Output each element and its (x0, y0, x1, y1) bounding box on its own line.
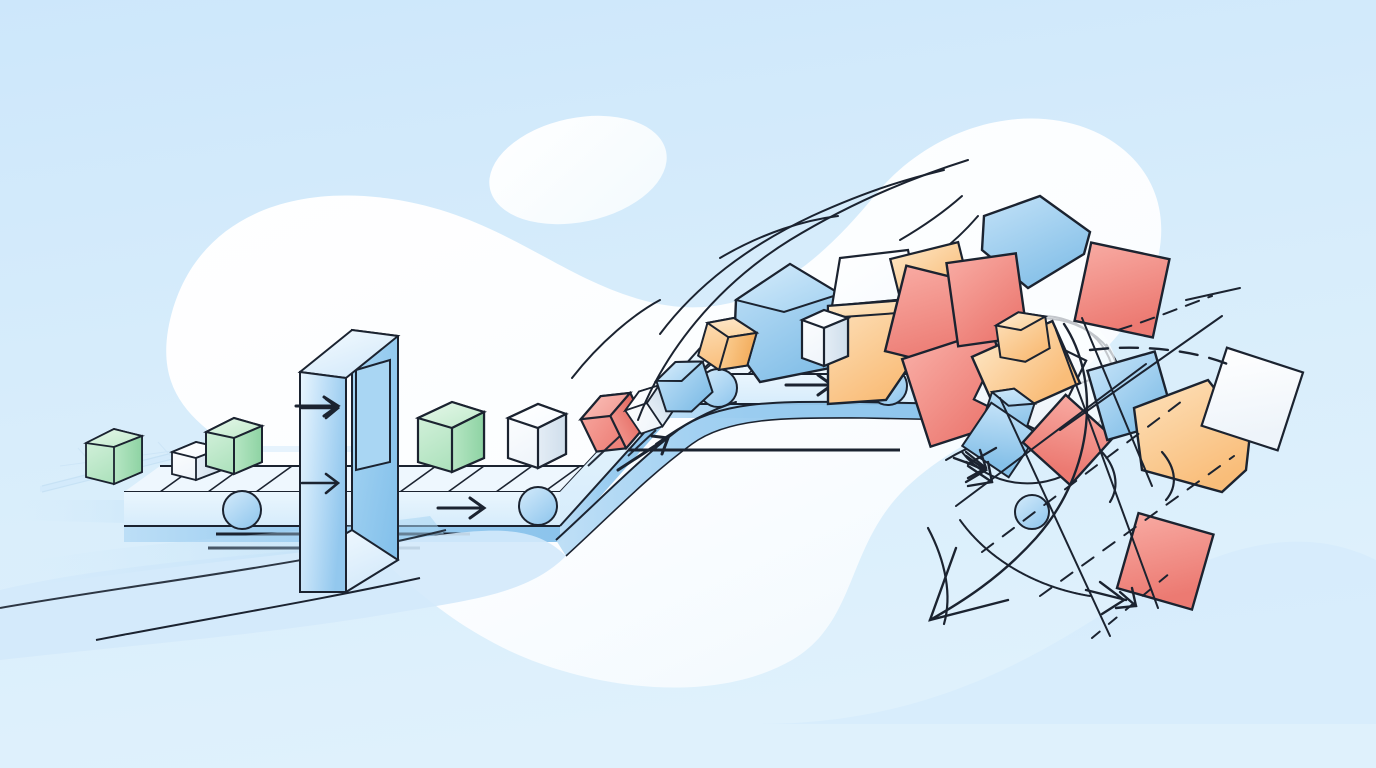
label-title: Supply chain conveyor disruption (10, 54, 157, 65)
gate-arrow-lower (300, 472, 341, 495)
belt-lower-sweep (0, 530, 566, 660)
roller-1 (222, 490, 262, 530)
gate-back-inner-window (355, 358, 391, 472)
blob-bottom-soft (760, 541, 1376, 724)
chaos-curve-whip (926, 448, 1175, 626)
belt-return-outline-bottom (565, 417, 963, 557)
flow-arrow-mid (616, 434, 671, 472)
belt-support-ghost (587, 429, 657, 467)
scatter-blue-2[interactable] (653, 354, 717, 419)
scatter-orange-5[interactable] (993, 309, 1051, 365)
scatter-white-cube-belt[interactable] (799, 308, 852, 368)
white-box-center[interactable] (505, 402, 569, 470)
scatter-red-3[interactable] (1073, 241, 1171, 339)
scatter-orange-1[interactable] (696, 311, 760, 377)
scanner-gate[interactable] (297, 328, 401, 594)
belt-lower-sweep-line (95, 577, 421, 641)
belt-ramp-band (560, 404, 670, 542)
green-box-left[interactable] (203, 416, 265, 476)
label-flow: conveyor flow direction (10, 12, 112, 23)
green-box-center[interactable] (414, 400, 487, 474)
chaos-arrowheads (952, 446, 1128, 616)
blob-small-oval (489, 115, 667, 225)
roller-3 (518, 486, 558, 526)
label-chaos: scattered packages after disruption (10, 40, 166, 51)
chaos-arrow-small-2 (966, 460, 994, 488)
roller-6 (1014, 494, 1050, 530)
scatter-red-5[interactable] (1021, 393, 1115, 487)
label-ordered: ordered packages entering scanner (10, 26, 168, 37)
chaos-big-arrow (928, 322, 1089, 622)
chaos-arrow-down-right (1114, 586, 1138, 610)
flow-arrow-left (436, 496, 487, 520)
gate-output-arrow (294, 395, 341, 418)
scatter-white-2[interactable] (1200, 346, 1305, 452)
green-box-far-left[interactable] (83, 428, 145, 486)
chaos-arrow-small-up (964, 448, 988, 480)
